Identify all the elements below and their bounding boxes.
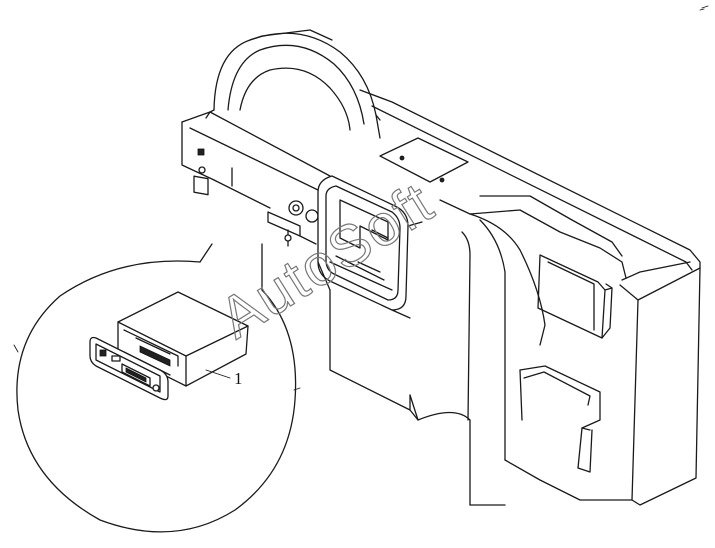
detail-callout-circle — [13, 243, 301, 533]
callout-label-1: 1 — [234, 369, 243, 388]
left-switch-panel — [181, 111, 331, 247]
instrument-cluster-hood — [205, 29, 381, 139]
radio-unit — [89, 291, 249, 401]
dashboard-panel — [329, 89, 701, 506]
corner-mark — [699, 5, 709, 11]
radio-mounting-frame — [317, 175, 423, 319]
top-cover-plate — [379, 137, 469, 183]
callout-1: 1 — [205, 369, 243, 388]
